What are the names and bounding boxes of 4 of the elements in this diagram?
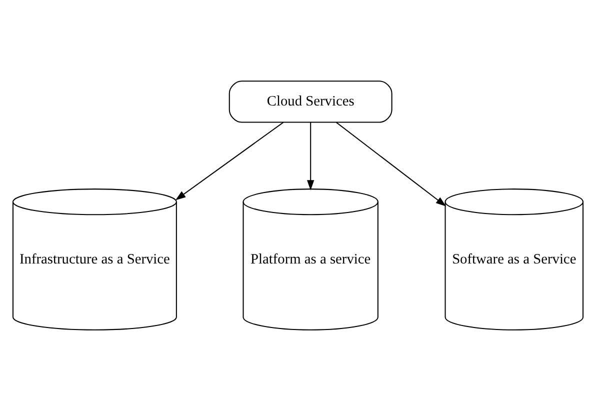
arrow: [306, 122, 314, 190]
node-box: Cloud Services: [228, 80, 392, 123]
arrow: [175, 122, 284, 200]
arrow: [336, 122, 446, 206]
